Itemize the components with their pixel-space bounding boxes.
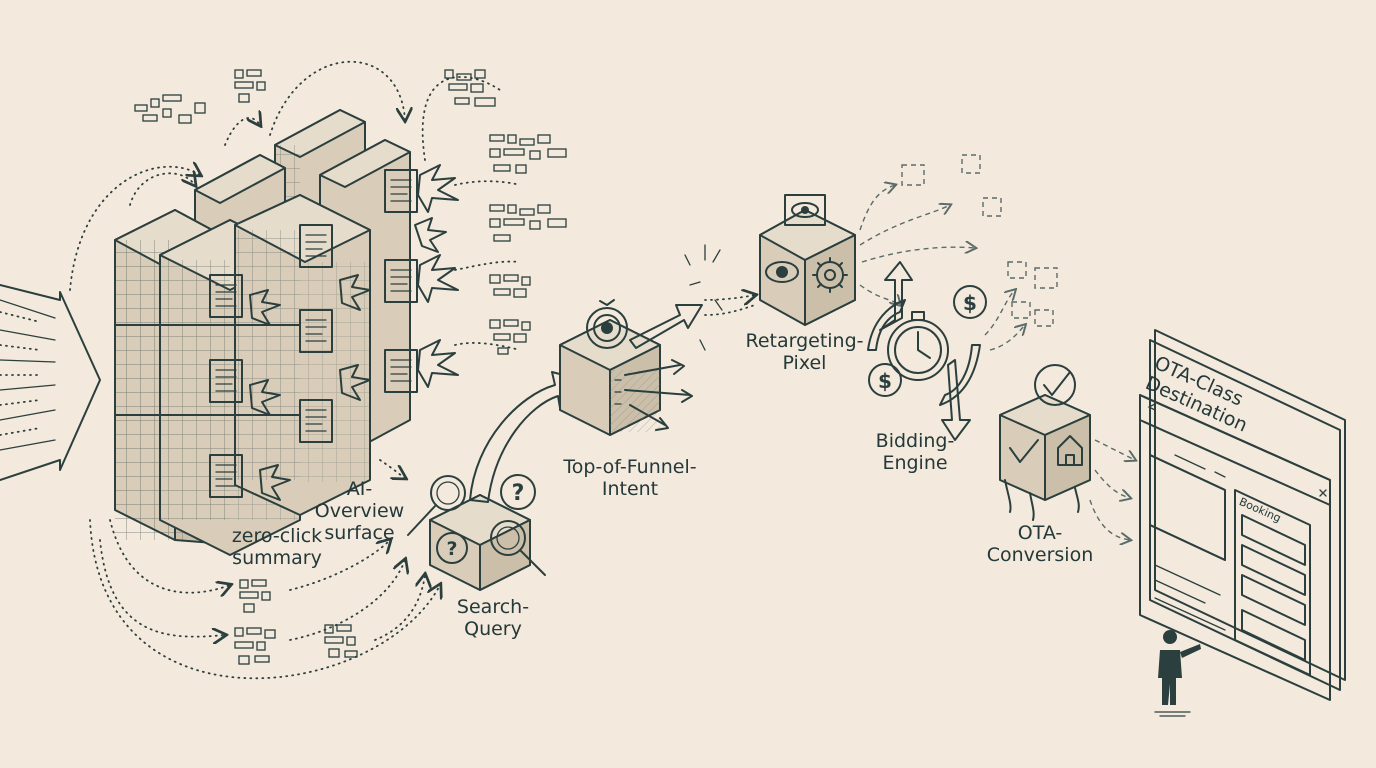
- label-ota-conversion: OTA- Conversion: [986, 522, 1094, 566]
- label-top-of-funnel-intent: Top-of-Funnel- Intent: [563, 456, 697, 500]
- eye-icon: [791, 202, 819, 218]
- question-icon: ?: [436, 532, 468, 564]
- label-search-query: Search- Query: [456, 596, 530, 640]
- svg-text:$: $: [878, 369, 892, 393]
- data-fragments: [134, 69, 567, 665]
- ai-data-cluster: [114, 109, 459, 556]
- magnifier-icon: [407, 475, 466, 536]
- ota-destination-window: [1139, 329, 1346, 701]
- magnifier-icon: [490, 520, 546, 576]
- question-icon: ?: [500, 474, 536, 510]
- checkmark-icon: [1009, 439, 1039, 463]
- label-ai-overview-surface: AI-Overview surface: [314, 478, 405, 544]
- target-icon: [586, 299, 628, 349]
- search-query-node: ? ?: [407, 474, 546, 591]
- svg-text:?: ?: [512, 481, 525, 506]
- checkmark-icon: [1034, 364, 1076, 406]
- bidding-engine-node: $ $: [867, 261, 1058, 441]
- calendar-grid: [1149, 454, 1226, 561]
- data-flow-curves: [69, 60, 521, 680]
- document-icons: [209, 169, 418, 498]
- clock-icon: [887, 311, 949, 381]
- svg-text:?: ?: [446, 538, 457, 560]
- dollar-icon: $: [868, 363, 902, 397]
- label-retargeting-pixel: Retargeting- Pixel: [745, 330, 864, 374]
- top-of-funnel-node: [559, 299, 703, 436]
- tracking-signals: [859, 154, 1002, 305]
- label-zero-click-summary: zero-click summary: [231, 525, 323, 569]
- spark-bursts: [249, 164, 459, 501]
- house-icon: [1057, 435, 1083, 466]
- ota-conversion-node: [999, 364, 1135, 540]
- incoming-data-streams: [0, 284, 101, 481]
- svg-text:$: $: [963, 291, 977, 315]
- label-bidding-engine: Bidding- Engine: [875, 430, 955, 474]
- booking-panel: [1234, 489, 1311, 676]
- signal-burst: [684, 244, 755, 351]
- eye-icon: [765, 261, 799, 283]
- person-icon: [1154, 630, 1201, 717]
- retargeting-pixel-node: [759, 194, 856, 326]
- dollar-icon: $: [953, 285, 987, 319]
- gear-icon: [812, 257, 848, 293]
